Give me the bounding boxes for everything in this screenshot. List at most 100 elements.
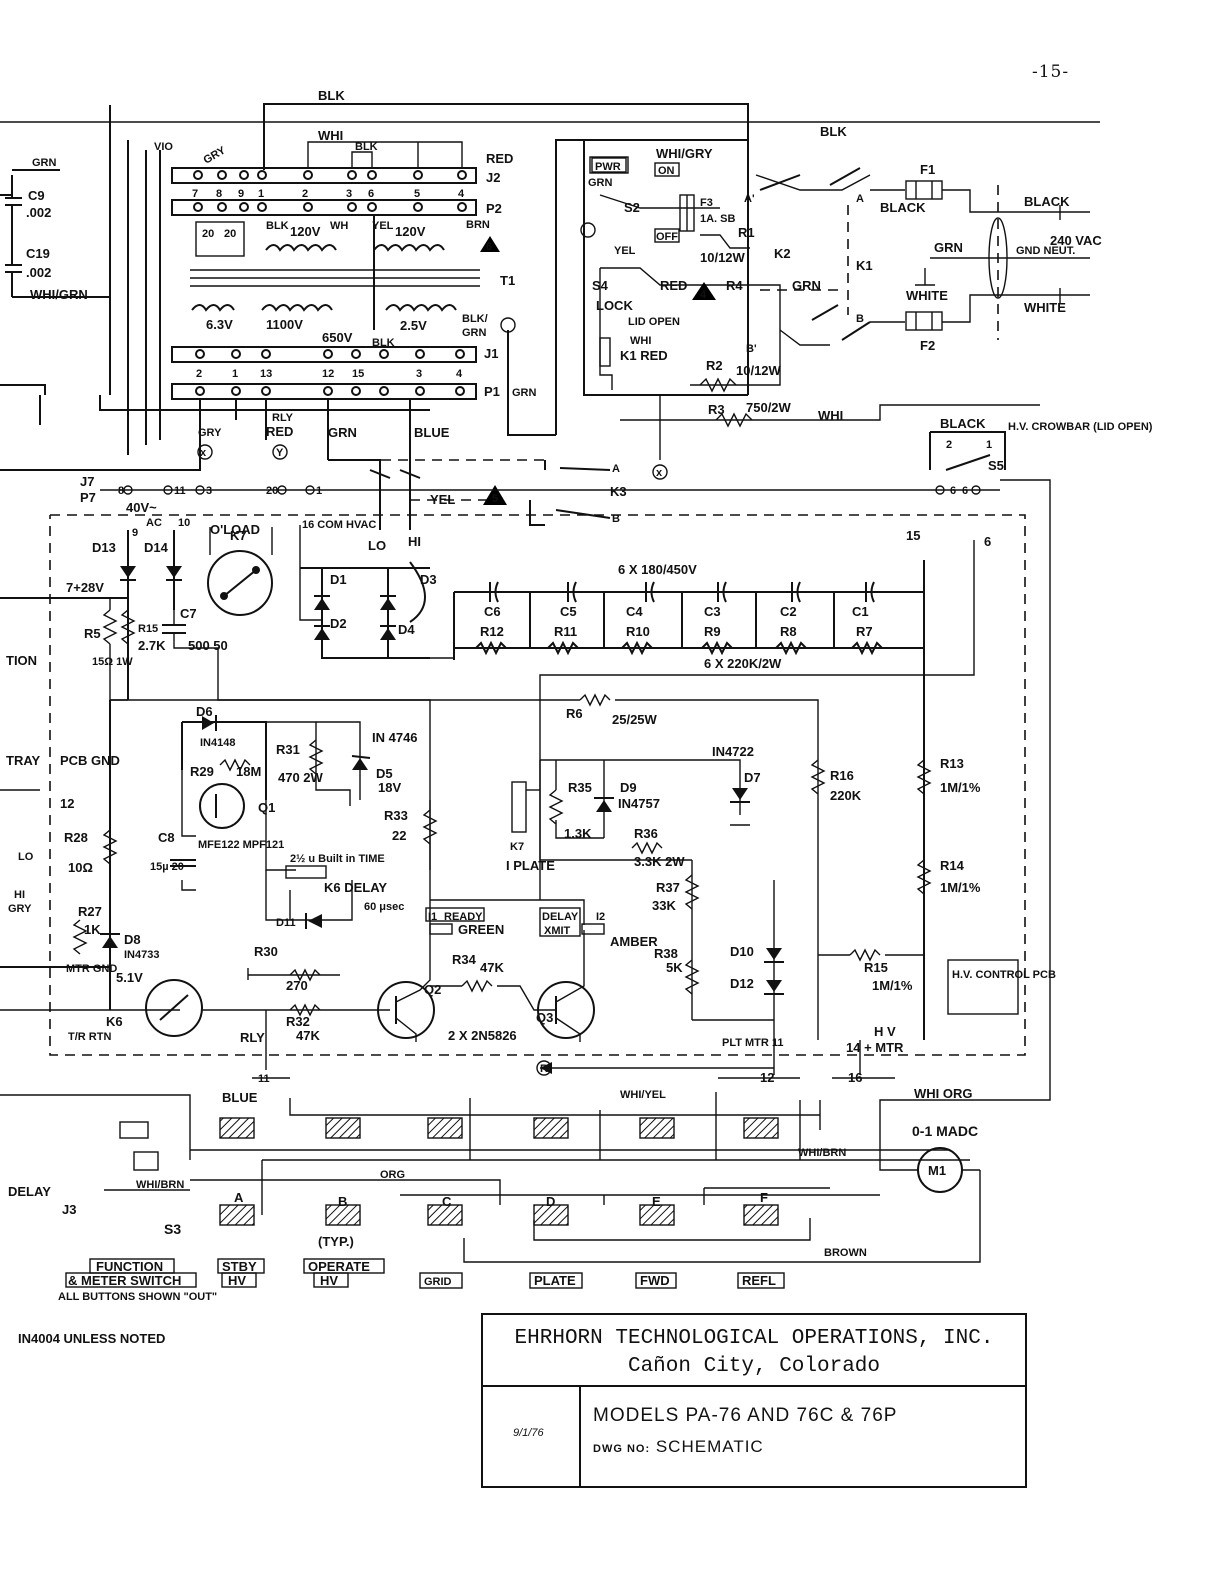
label-note-time: 2½ u Built in TIME	[290, 853, 385, 865]
label-red-s4: RED	[660, 278, 687, 293]
label-black-f1: BLACK	[880, 200, 926, 215]
label-lock: LOCK	[596, 298, 633, 313]
label-grn-k3: GRN	[328, 425, 357, 440]
label-gry: GRY	[202, 144, 229, 166]
label-r3-val: 750/2W	[746, 400, 792, 415]
svg-text:2: 2	[302, 188, 308, 200]
svg-text:15: 15	[352, 368, 364, 380]
label-c19: C19	[26, 246, 50, 261]
cap-ladder	[430, 540, 975, 1040]
label-btn-d: D	[546, 1194, 555, 1209]
label-c8-val: 15µ 20	[150, 861, 184, 873]
label-r2-val: 10/12W	[736, 363, 782, 378]
label-d5: D5	[376, 766, 393, 781]
label-r32: R32	[286, 1014, 310, 1029]
label-hv2: HV	[320, 1273, 338, 1288]
label-oload: O'LOAD	[210, 522, 260, 537]
svg-text:GRN: GRN	[462, 327, 487, 339]
label-r33: R33	[384, 808, 408, 823]
label-white-in: WHITE	[1024, 300, 1066, 315]
label-btn-e: E	[652, 1194, 661, 1209]
drawing-number-prefix: DWG NO:	[593, 1443, 651, 1455]
connector-j7	[100, 485, 1000, 495]
label-120v-a: 120V	[290, 224, 321, 239]
label-res-note: 6 X 220K/2W	[704, 656, 782, 671]
svg-text:5: 5	[414, 188, 420, 200]
title-company-box: EHRHORN TECHNOLOGICAL OPERATIONS, INC. C…	[483, 1315, 1025, 1387]
svg-text:6: 6	[368, 188, 374, 200]
svg-text:3: 3	[346, 188, 352, 200]
label-blk-j2: BLK	[355, 141, 378, 153]
label-green: GREEN	[458, 922, 504, 937]
label-d1: D1	[330, 572, 347, 587]
fuse-f1	[905, 180, 1090, 213]
label-r37: R37	[656, 880, 680, 895]
capacitor-c9	[5, 175, 22, 250]
svg-text:YEL: YEL	[372, 220, 394, 232]
label-whi-brn: WHI/BRN	[798, 1147, 846, 1159]
label-d14: D14	[144, 540, 169, 555]
label-r14: R14	[940, 858, 965, 873]
label-whi-brn-left: WHI/BRN	[136, 1179, 184, 1191]
label-rly: RLY	[240, 1030, 265, 1045]
label-c4: C4	[626, 604, 643, 619]
label-s3: S3	[164, 1221, 181, 1237]
label-lid-open: LID OPEN	[628, 316, 680, 328]
label-r10: R10	[626, 624, 650, 639]
label-i1: I1	[428, 911, 437, 923]
label-r13-val: 1M/1%	[940, 780, 981, 795]
svg-text:11: 11	[258, 1073, 270, 1085]
label-q1-type: MFE122 MPF121	[198, 839, 284, 851]
label-function: FUNCTION	[96, 1259, 163, 1274]
label-r5-val: 15Ω 1W	[92, 656, 133, 668]
svg-text:5: 5	[492, 493, 498, 505]
label-650v: 650V	[322, 330, 353, 345]
label-r34-val: 47K	[480, 960, 504, 975]
label-1100v: 1100V	[266, 317, 303, 332]
label-whi-k1: WHI	[630, 335, 651, 347]
label-f2: F2	[920, 338, 935, 353]
svg-text:1: 1	[316, 485, 322, 497]
label-t1: T1	[500, 273, 515, 288]
label-tr-rtn: T/R RTN	[68, 1031, 111, 1043]
svg-text:20: 20	[202, 228, 214, 240]
label-r6: R6	[566, 706, 583, 721]
label-c3: C3	[704, 604, 721, 619]
label-i-plate: I PLATE	[506, 858, 555, 873]
label-r38-val: 5K	[666, 960, 683, 975]
label-s5: S5	[988, 458, 1004, 473]
label-c8: C8	[158, 830, 175, 845]
label-r11: R11	[554, 624, 577, 639]
label-d8-val: IN4733	[124, 949, 159, 961]
label-btn-b: B	[338, 1194, 347, 1209]
label-r7: R7	[856, 624, 873, 639]
switch-bank: 11	[0, 1073, 981, 1263]
label-black-in: BLACK	[1024, 194, 1070, 209]
ac-input	[915, 185, 1090, 340]
lv-section	[0, 699, 540, 1070]
label-brown: BROWN	[824, 1247, 867, 1259]
label-xmit: XMIT	[544, 925, 571, 937]
label-btn-f: F	[760, 1190, 768, 1205]
label-d10: D10	[730, 944, 754, 959]
svg-text:10: 10	[178, 517, 190, 529]
label-n15: 15	[906, 528, 920, 543]
svg-text:B': B'	[746, 343, 757, 355]
label-r27: R27	[78, 904, 102, 919]
label-madc: 0-1 MADC	[912, 1123, 978, 1139]
drawing-number-row: DWG NO: SCHEMATIC	[593, 1437, 764, 1457]
label-r3: R3	[708, 402, 725, 417]
svg-text:A: A	[612, 463, 620, 475]
label-r31: R31	[276, 742, 300, 757]
svg-text:1: 1	[232, 368, 238, 380]
label-r12: R12	[480, 624, 504, 639]
page-number: -15-	[1032, 62, 1070, 82]
label-d6-val: IN4148	[200, 737, 235, 749]
label-p7: P7	[80, 490, 96, 505]
label-k6-delay: K6 DELAY	[324, 880, 387, 895]
label-red-j2: RED	[486, 151, 513, 166]
overload-k7	[207, 527, 273, 616]
label-c5: C5	[560, 604, 577, 619]
label-meter-switch: & METER SWITCH	[68, 1273, 181, 1288]
label-stby: STBY	[222, 1259, 257, 1274]
